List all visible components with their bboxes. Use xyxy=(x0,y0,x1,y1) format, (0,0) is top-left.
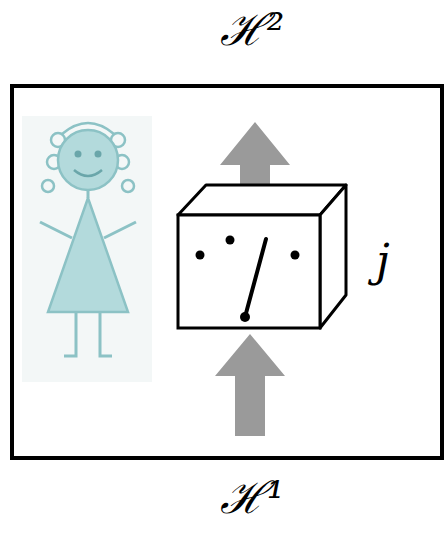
hair-curl xyxy=(122,180,134,192)
system-frame xyxy=(12,86,442,458)
arm xyxy=(40,222,72,238)
hair-curl xyxy=(42,180,54,192)
leg xyxy=(100,312,112,356)
observer-figure xyxy=(22,116,152,382)
cube-top xyxy=(178,185,346,215)
dial-mark xyxy=(196,251,205,260)
eye xyxy=(95,151,102,158)
space-label: ℋ¹ xyxy=(220,476,285,520)
eye xyxy=(75,151,82,158)
meter-needle xyxy=(245,239,266,317)
measuring-device: j xyxy=(178,183,348,330)
head xyxy=(58,130,118,190)
dress xyxy=(48,198,128,312)
dial-mark xyxy=(226,236,235,245)
cube-side xyxy=(320,185,346,328)
needle-pivot xyxy=(240,312,250,322)
space-label: ℋ² xyxy=(220,8,285,52)
input-arrow xyxy=(215,334,285,436)
leg xyxy=(64,312,76,356)
cube-outline xyxy=(178,183,348,330)
figure-ground xyxy=(22,116,152,382)
meter-face xyxy=(178,215,320,328)
arm xyxy=(104,222,136,238)
smile xyxy=(74,170,102,176)
dial-mark xyxy=(291,251,300,260)
